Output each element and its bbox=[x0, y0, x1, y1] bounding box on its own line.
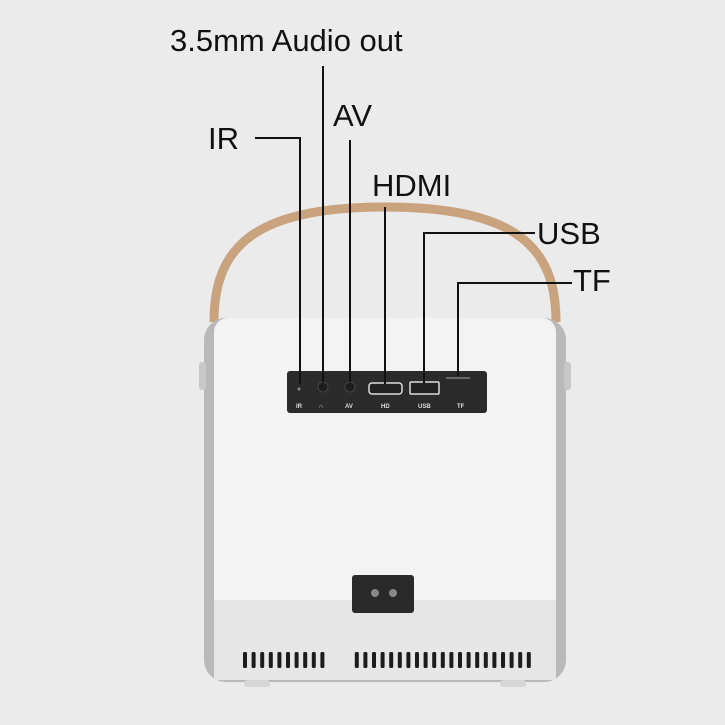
panel-label-ir: IR bbox=[296, 404, 303, 410]
vent-slot bbox=[251, 652, 256, 668]
vent-slot bbox=[303, 652, 308, 668]
vent-slot bbox=[501, 652, 505, 668]
vent-slot bbox=[518, 652, 523, 668]
callout-tf: TF bbox=[573, 263, 611, 298]
vent-slot bbox=[260, 652, 265, 668]
vent-slot bbox=[423, 652, 428, 668]
vent-slot bbox=[492, 652, 497, 668]
vent-slot bbox=[311, 652, 316, 668]
panel-label-av: AV bbox=[345, 404, 353, 410]
panel-label-tf: TF bbox=[457, 404, 465, 410]
vent-slot bbox=[397, 652, 402, 668]
callout-av: AV bbox=[333, 98, 373, 133]
power-socket bbox=[352, 575, 414, 613]
vent-slot bbox=[294, 652, 299, 668]
vent-slot bbox=[415, 652, 419, 668]
audio-port bbox=[317, 381, 329, 393]
vent-slot bbox=[466, 652, 471, 668]
panel-label-hdmi: HD bbox=[381, 404, 390, 410]
vent-slot bbox=[475, 652, 480, 668]
callout-ir: IR bbox=[208, 121, 239, 156]
vent-slot bbox=[389, 652, 394, 668]
vent-slot bbox=[449, 652, 454, 668]
vent-grille bbox=[243, 652, 531, 668]
callout-usb: USB bbox=[537, 216, 601, 251]
vent-slot bbox=[243, 652, 247, 668]
usb-port bbox=[409, 381, 440, 395]
callout-audio-out: 3.5mm Audio out bbox=[170, 23, 403, 58]
vent-slot bbox=[440, 652, 445, 668]
vent-slot bbox=[277, 652, 282, 668]
headphone-icon: ∩ bbox=[319, 404, 323, 410]
ir-sensor bbox=[297, 387, 301, 391]
vent-slot bbox=[354, 652, 359, 668]
vent-slot bbox=[286, 652, 290, 668]
vent-slot bbox=[406, 652, 411, 668]
av-port bbox=[344, 381, 356, 393]
vent-slot bbox=[380, 652, 385, 668]
vent-slot bbox=[483, 652, 488, 668]
tf-slot bbox=[446, 377, 470, 379]
vent-slot bbox=[268, 652, 273, 668]
panel-label-usb: USB bbox=[418, 404, 431, 410]
vent-slot bbox=[372, 652, 376, 668]
vent-slot bbox=[509, 652, 514, 668]
callout-hdmi: HDMI bbox=[372, 168, 452, 203]
callout-lines bbox=[255, 66, 572, 384]
vent-slot bbox=[432, 652, 437, 668]
hdmi-port bbox=[368, 382, 403, 395]
vent-slot bbox=[320, 652, 325, 668]
vent-slot bbox=[458, 652, 462, 668]
vent-slot bbox=[363, 652, 368, 668]
vent-slot bbox=[526, 652, 531, 668]
